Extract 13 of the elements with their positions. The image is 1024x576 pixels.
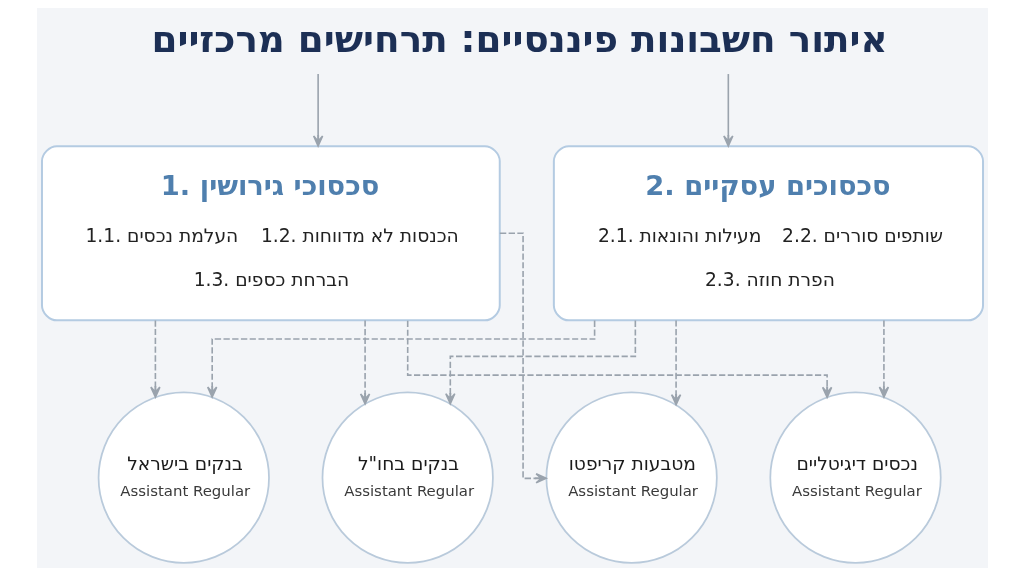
- arrow: [722, 73, 734, 147]
- arrow: [406, 319, 832, 399]
- node-text: איתור חשבונות פיננסיים: תרחישים מרכזיים: [150, 17, 888, 62]
- node-box: 1. סכסוכי גירושין 1.1. העלמת נכסים 1.2. הכנסות לא מדווחות 1.3. הברחת כספים: [40, 145, 501, 322]
- arrow: [498, 232, 547, 484]
- arrow: [206, 319, 595, 398]
- arrow: [670, 319, 681, 406]
- node-box: 2. סכסוכים עסקיים 2.1. מעילות והונאות 2.2. שותפים סוררים 2.3. הפרת חוזה: [552, 145, 984, 322]
- arrow: [878, 319, 889, 398]
- arrow: [149, 319, 161, 398]
- arrow: [444, 319, 636, 405]
- arrow: [312, 73, 323, 147]
- arrow: [359, 319, 370, 405]
